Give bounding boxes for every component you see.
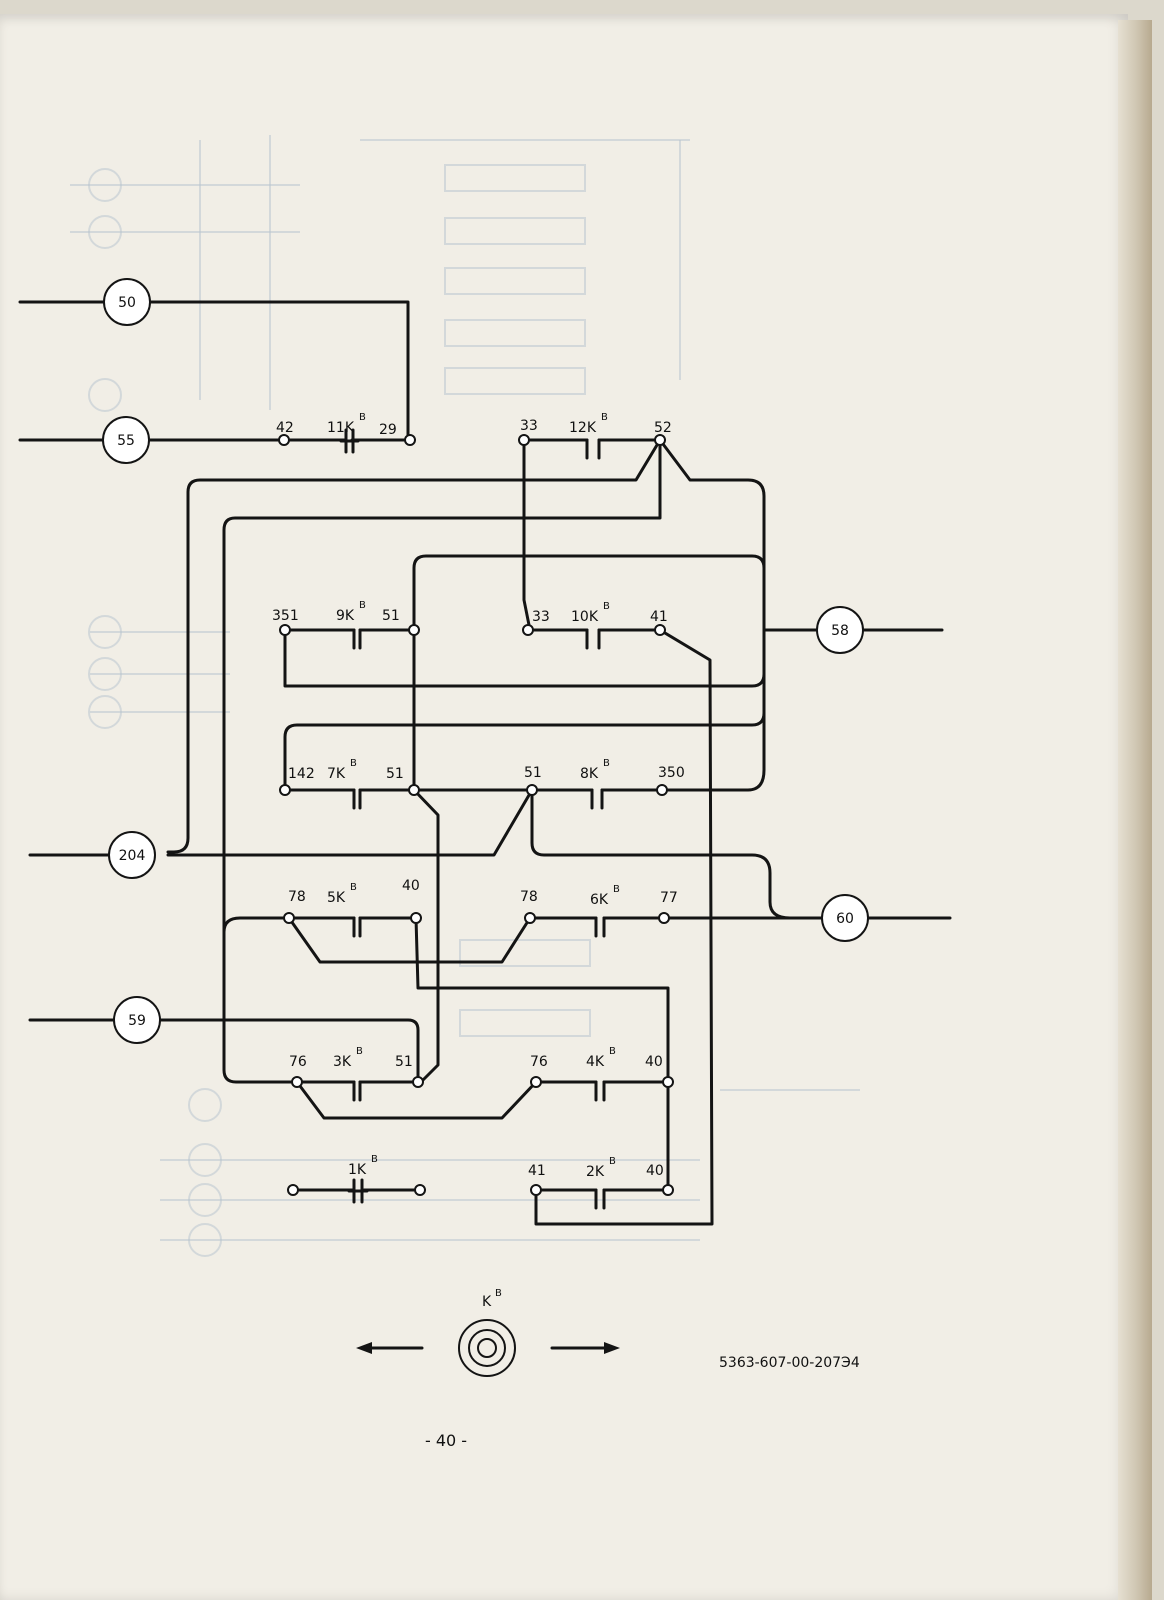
contact-7k-label: 7K — [327, 766, 346, 782]
node-dots — [278, 434, 674, 1196]
contact-3k-label: 3K — [333, 1054, 352, 1070]
node-label: 51 — [386, 766, 404, 782]
contact-5k-symbol — [352, 916, 362, 938]
contact-6k-sup: В — [613, 884, 620, 895]
legend-symbol: K В — [356, 1288, 620, 1377]
node-label: 40 — [645, 1054, 663, 1070]
show-through — [70, 135, 860, 1257]
contact-11k-symbol — [339, 428, 360, 454]
contact-11k-label: 11K — [327, 420, 355, 436]
node-label: 52 — [654, 420, 672, 436]
node-label: 40 — [402, 878, 420, 894]
contact-4k-label: 4K — [586, 1054, 605, 1070]
contact-12k-symbol — [585, 438, 601, 460]
node-label: 29 — [379, 422, 397, 438]
node-label: 350 — [658, 765, 685, 781]
node-labels: 42 29 33 52 351 51 33 41 142 51 51 350 7… — [272, 418, 685, 1179]
node-label: 42 — [276, 420, 294, 436]
terminal-58-label: 58 — [831, 623, 849, 639]
contact-7k-symbol — [352, 788, 362, 810]
node-label: 76 — [289, 1054, 307, 1070]
contact-2k-symbol — [594, 1188, 606, 1210]
contact-5k-label: 5K — [327, 890, 346, 906]
ring-icon — [458, 1319, 516, 1377]
contact-6k-symbol — [594, 916, 606, 938]
drawing-number: 5363-607-00-207Э4 — [719, 1355, 860, 1371]
contact-10k-sup: В — [603, 601, 610, 612]
terminal-60: 60 — [821, 894, 869, 942]
node-label: 51 — [382, 608, 400, 624]
node-label: 77 — [660, 890, 678, 906]
contact-3k-sup: В — [356, 1046, 363, 1057]
node-label: 33 — [520, 418, 538, 434]
terminal-55: 55 — [102, 416, 150, 464]
node-label: 142 — [288, 766, 315, 782]
contact-1k-sup: В — [371, 1154, 378, 1165]
node-label: 78 — [520, 889, 538, 905]
terminal-60-label: 60 — [836, 911, 854, 927]
contact-5k-sup: В — [350, 882, 357, 893]
contact-4k-symbol — [594, 1080, 606, 1102]
wiring — [18, 300, 952, 1226]
node-label: 33 — [532, 609, 550, 625]
contact-8k-symbol — [590, 788, 604, 810]
node-label: 351 — [272, 608, 299, 624]
contact-9k-symbol — [352, 628, 362, 650]
contact-3k-symbol — [352, 1080, 362, 1102]
contact-labels: 11K В 12K В 9K В 10K В 7K В 8K В 5K В 6K… — [327, 412, 620, 1180]
node-label: 41 — [528, 1163, 546, 1179]
node-label: 51 — [524, 765, 542, 781]
legend-label: K — [482, 1294, 492, 1310]
contact-6k-label: 6K — [590, 892, 609, 908]
page-edge — [1118, 20, 1152, 1600]
contact-9k-sup: В — [359, 600, 366, 611]
terminal-50: 50 — [103, 278, 151, 326]
page-number: - 40 - — [425, 1431, 467, 1450]
contact-1k-label: 1K — [348, 1162, 367, 1178]
arrow-right-icon — [550, 1342, 620, 1354]
arrow-left-icon — [356, 1342, 424, 1354]
contact-8k-sup: В — [603, 758, 610, 769]
terminal-50-label: 50 — [118, 295, 136, 311]
contact-9k-label: 9K — [336, 608, 355, 624]
contact-2k-sup: В — [609, 1156, 616, 1167]
terminal-55-label: 55 — [117, 433, 135, 449]
terminal-204-label: 204 — [119, 848, 146, 864]
contact-4k-sup: В — [609, 1046, 616, 1057]
node-label: 41 — [650, 609, 668, 625]
node-label: 78 — [288, 889, 306, 905]
contact-7k-sup: В — [350, 758, 357, 769]
contact-8k-label: 8K — [580, 766, 599, 782]
contact-2k-label: 2K — [586, 1164, 605, 1180]
contact-12k-sup: В — [601, 412, 608, 423]
terminal-59: 59 — [113, 996, 161, 1044]
contact-1k-symbol — [347, 1178, 369, 1204]
contact-11k-sup: В — [359, 412, 366, 423]
node-label: 40 — [646, 1163, 664, 1179]
terminal-204: 204 — [108, 831, 156, 879]
contact-10k-label: 10K — [571, 609, 599, 625]
terminal-58: 58 — [816, 606, 864, 654]
contact-symbols — [339, 428, 606, 1210]
node-label: 76 — [530, 1054, 548, 1070]
node-label: 51 — [395, 1054, 413, 1070]
contact-12k-label: 12K — [569, 420, 597, 436]
contact-10k-symbol — [585, 628, 601, 650]
terminal-59-label: 59 — [128, 1013, 146, 1029]
legend-sup: В — [495, 1288, 502, 1299]
